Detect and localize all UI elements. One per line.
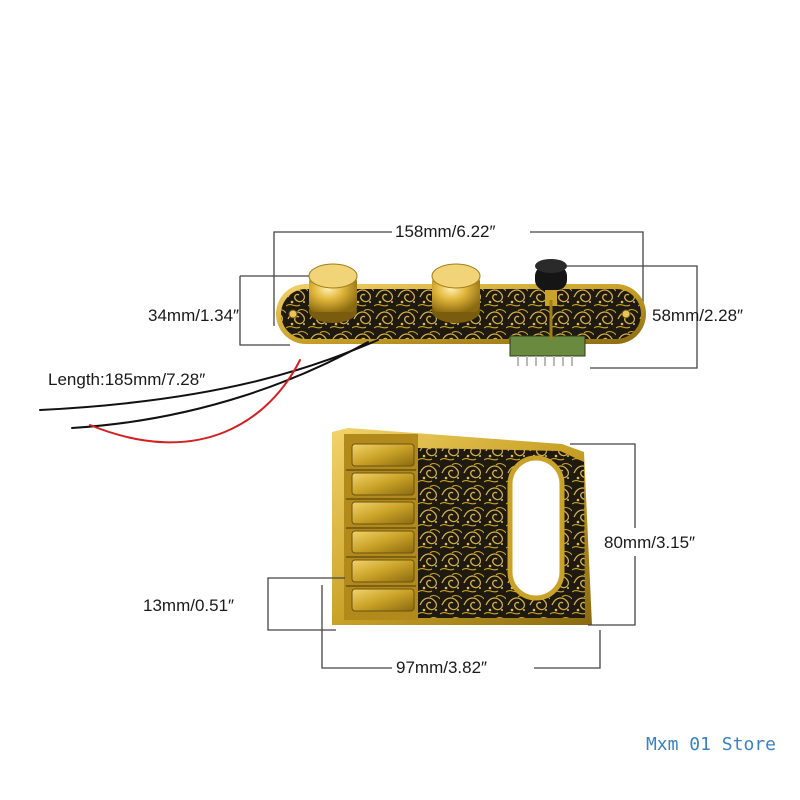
switch-height-label: 58mm/2.28″: [652, 306, 744, 325]
control-plate-height-label: 34mm/1.34″: [148, 306, 240, 325]
tone-knob: [431, 263, 481, 323]
bridge-height-label: 80mm/3.15″: [604, 533, 696, 552]
control-plate-length-label: 158mm/6.22″: [395, 222, 496, 241]
volume-knob: [308, 263, 358, 323]
dimension-lines-control-plate: [239, 231, 698, 369]
dimension-lines-bridge: [267, 443, 636, 669]
wire-length-label: Length:185mm/7.28″: [48, 370, 206, 389]
bridge-width-label: 97mm/3.82″: [396, 658, 488, 677]
bridge-saddles: [344, 434, 418, 620]
saddle-height-label: 13mm/0.51″: [143, 596, 235, 615]
store-watermark: Mxm 01 Store: [645, 734, 776, 755]
switch-circuit-board: [509, 335, 586, 366]
lead-wires: [39, 339, 379, 444]
switch-tip: [535, 259, 567, 340]
